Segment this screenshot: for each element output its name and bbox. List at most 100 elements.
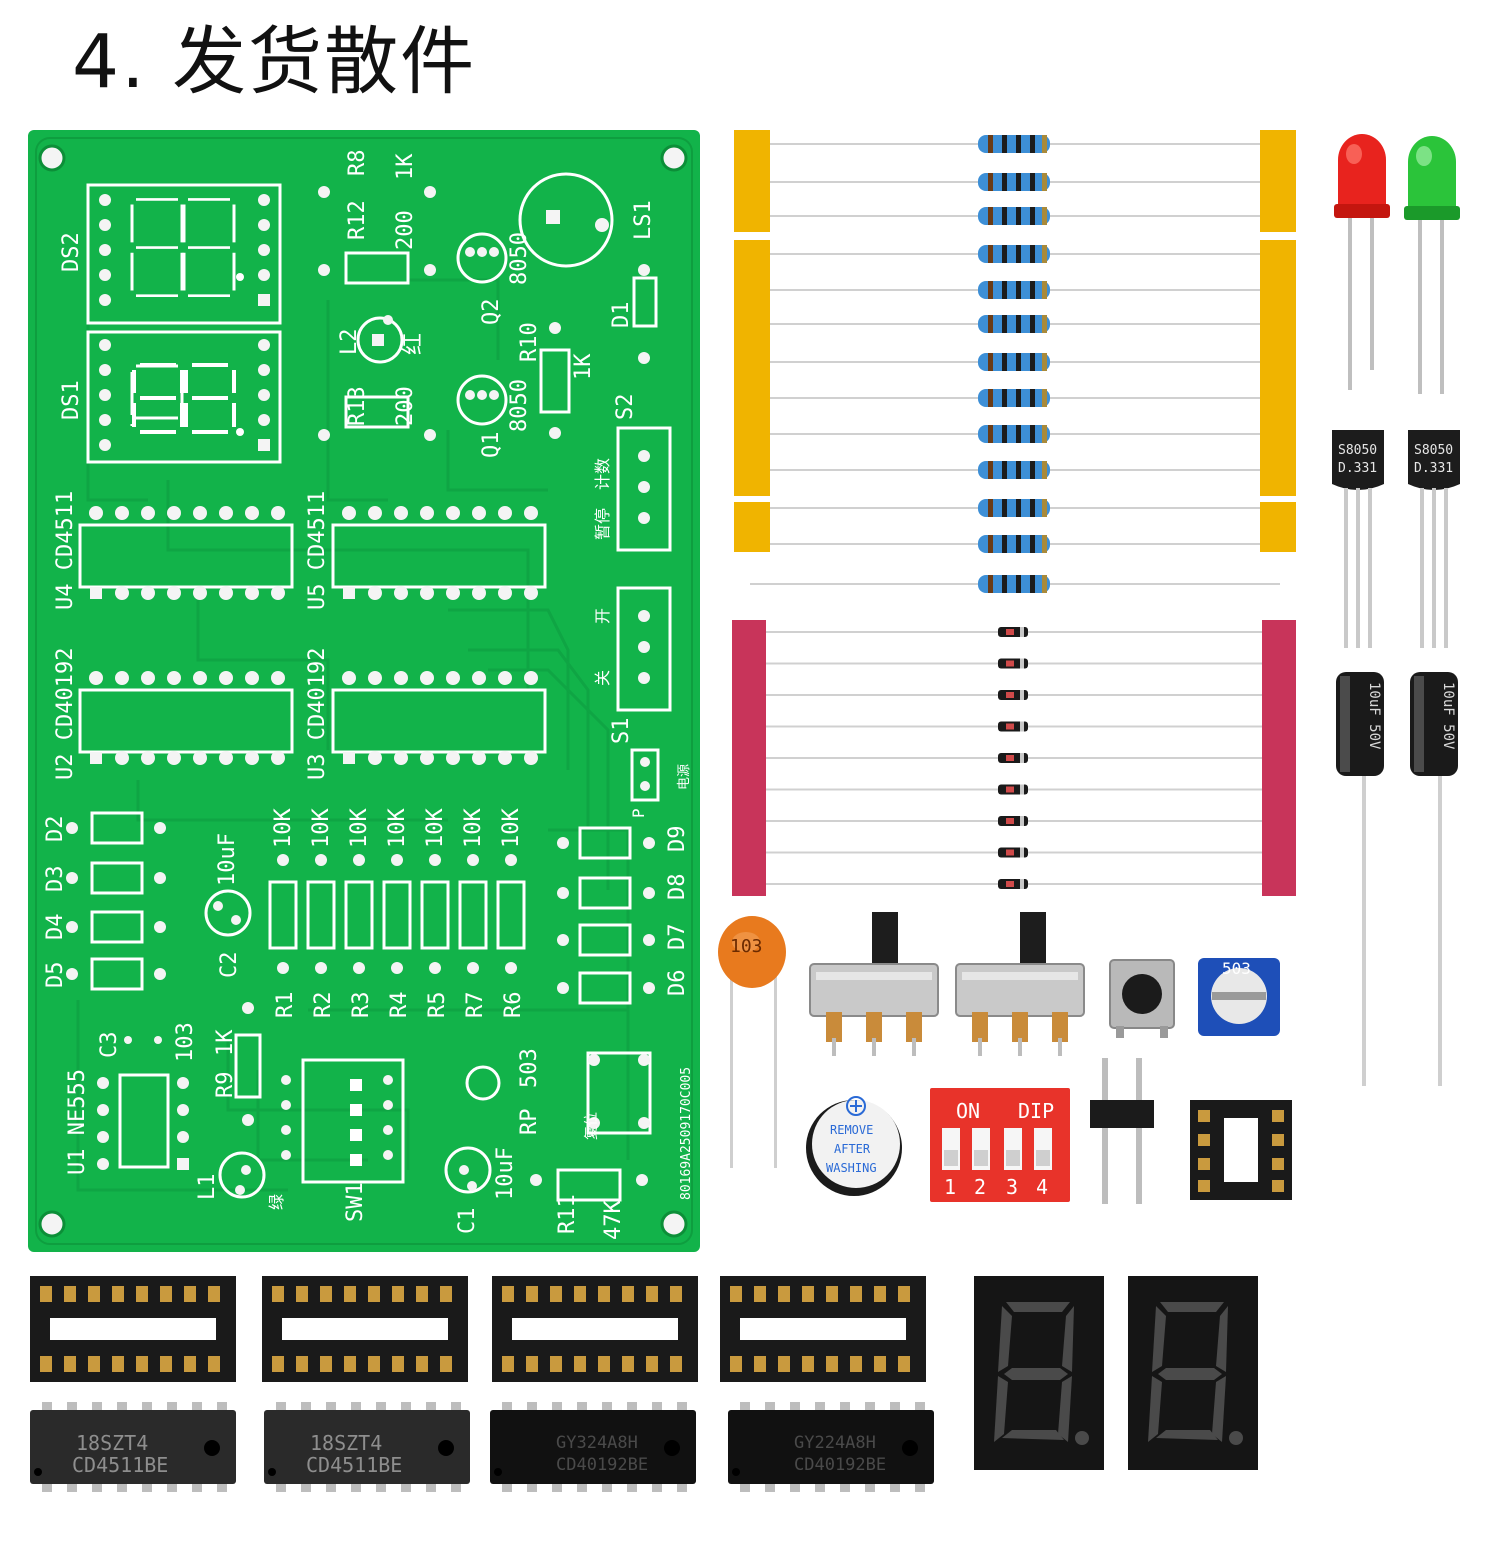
- pcb-label-c2-val: 10uF: [215, 833, 240, 886]
- pcb-label-red: 红: [401, 333, 426, 355]
- chip-4-line1: GY224A8H: [794, 1433, 876, 1453]
- pcb-label-ls1: LS1: [631, 200, 656, 240]
- pcb-label-l2: L2: [337, 329, 362, 356]
- pcb-label-r5: R5: [425, 992, 450, 1019]
- pcb-label-d5: D5: [43, 962, 68, 989]
- dip-num-3: 3: [1006, 1175, 1018, 1199]
- transistor-marking-2: D.331: [1338, 461, 1377, 476]
- pcb-label-r-10k-7: 10K: [499, 808, 524, 848]
- slide-switch-2: [955, 912, 1085, 1056]
- resistor: [978, 207, 1050, 225]
- pcb-label-q1-val: 8050: [507, 379, 532, 432]
- pcb-label-r12: R12: [345, 200, 370, 240]
- ic-socket-16pin: [262, 1276, 468, 1382]
- diode: [998, 690, 1028, 700]
- seven-segment-display-2: [1128, 1276, 1258, 1470]
- pcb-label-rp-val: 503: [517, 1048, 542, 1088]
- seven-segment-display-pair: [974, 1276, 1258, 1470]
- pcb-label-r10-val: 1K: [571, 353, 596, 380]
- pcb-label-r8: R8: [345, 150, 370, 177]
- resistor: [978, 173, 1050, 191]
- pcb-label-d7: D7: [665, 924, 690, 951]
- ecap-marking-2: 10uF 50V: [1440, 682, 1456, 750]
- pcb-label-u1: U1 NE555: [65, 1069, 90, 1175]
- ic-chip-16pin: [728, 1402, 934, 1492]
- buzzer-text-1: REMOVE: [830, 1123, 873, 1137]
- diode: [998, 753, 1028, 763]
- transistor-pair: S8050 D.331 S8050 D.331: [1332, 430, 1460, 648]
- dip-on-label: ON: [956, 1099, 980, 1123]
- pcb-label-d9: D9: [665, 826, 690, 853]
- diode: [998, 784, 1028, 795]
- pcb-label-r3: R3: [349, 992, 374, 1019]
- pcb-label-r11-val: 47K: [601, 1200, 626, 1240]
- buzzer: REMOVE AFTER WASHING: [806, 1096, 902, 1196]
- dip-num-1: 1: [944, 1175, 956, 1199]
- pcb-label-u5: U5 CD4511: [305, 491, 330, 610]
- resistor: [978, 461, 1050, 479]
- pcb-label-c1: C1: [455, 1208, 480, 1235]
- led-pair: [1334, 134, 1460, 394]
- transistor-s8050-2: S8050 D.331: [1408, 430, 1460, 648]
- pcb-label-reset: 复位: [583, 1112, 600, 1140]
- plus-icon: [846, 1096, 866, 1116]
- pcb-label-power: 电源: [677, 764, 692, 790]
- diode: [998, 658, 1028, 669]
- pcb-label-l1: L1: [195, 1174, 220, 1201]
- transistor-marking-1: S8050: [1338, 443, 1377, 458]
- pcb-label-count: 计数: [593, 458, 612, 490]
- chip-3-line1: GY324A8H: [556, 1433, 638, 1453]
- pcb-label-c3: C3: [97, 1032, 122, 1059]
- pcb-label-r-10k-5: 10K: [423, 808, 448, 848]
- resistor: [978, 575, 1050, 593]
- pcb-label-d6: D6: [665, 970, 690, 997]
- pcb-label-d1: D1: [609, 302, 634, 329]
- pcb-label-d8: D8: [665, 874, 690, 901]
- pcb-label-r10: R10: [517, 322, 542, 362]
- dip-num-4: 4: [1036, 1175, 1048, 1199]
- pcb-label-c3-val: 103: [173, 1022, 198, 1062]
- resistor-tape: [734, 130, 1296, 593]
- pcb-label-r13: R13: [345, 386, 370, 426]
- ic-chip-16pin: [490, 1402, 696, 1492]
- chip-1-line2: CD4511BE: [72, 1453, 168, 1477]
- pcb-label-r4: R4: [387, 992, 412, 1019]
- chip-3-line2: CD40192BE: [556, 1455, 648, 1475]
- pcb-label-s1: S1: [609, 718, 634, 745]
- resistor: [978, 135, 1050, 153]
- transistor-s8050-1: S8050 D.331: [1332, 430, 1384, 648]
- dip-switch: ON DIP 1 2 3 4: [930, 1088, 1070, 1202]
- ecap-marking-1: 10uF 50V: [1366, 682, 1382, 750]
- resistor: [978, 389, 1050, 407]
- slide-switch-pair: [809, 912, 1085, 1056]
- ic-socket-16pin: [720, 1276, 926, 1382]
- electrolytic-capacitor-pair: 10uF 50V 10uF 50V: [1336, 672, 1458, 1086]
- ic-chip-row: 18SZT4 CD4511BE 18SZT4 CD4511BE GY324A8H…: [30, 1402, 934, 1492]
- chip-2-line1: 18SZT4: [310, 1431, 382, 1455]
- chip-2-line2: CD4511BE: [306, 1453, 402, 1477]
- pcb-label-s2: S2: [613, 394, 638, 421]
- pcb-label-pause: 暂停: [593, 508, 612, 540]
- resistor: [978, 535, 1050, 553]
- pcb-label-r-10k-1: 10K: [271, 808, 296, 848]
- dip-num-2: 2: [974, 1175, 986, 1199]
- pcb-label-off: 关: [593, 670, 612, 686]
- pcb-label-r13-val: 200: [393, 386, 418, 426]
- diode-tape: [732, 620, 1296, 896]
- ic-socket-16pin: [30, 1276, 236, 1382]
- pcb-label-r1: R1: [273, 992, 298, 1019]
- pcb-label-d3: D3: [43, 866, 68, 893]
- pcb-label-r-10k-2: 10K: [309, 808, 334, 848]
- pcb-label-r7: R7: [463, 992, 488, 1019]
- pcb-label-r9: R9: [213, 1072, 238, 1099]
- red-led: [1334, 134, 1390, 390]
- pcb-label-ds2: DS2: [59, 232, 84, 272]
- diode: [998, 627, 1028, 637]
- pcb-label-r11: R11: [555, 1194, 580, 1234]
- pcb-label-ds1: DS1: [59, 380, 84, 420]
- pcb-label-green: 绿: [267, 1194, 286, 1210]
- transistor-marking-4: D.331: [1414, 461, 1453, 476]
- resistor: [978, 245, 1050, 263]
- resistor: [978, 425, 1050, 443]
